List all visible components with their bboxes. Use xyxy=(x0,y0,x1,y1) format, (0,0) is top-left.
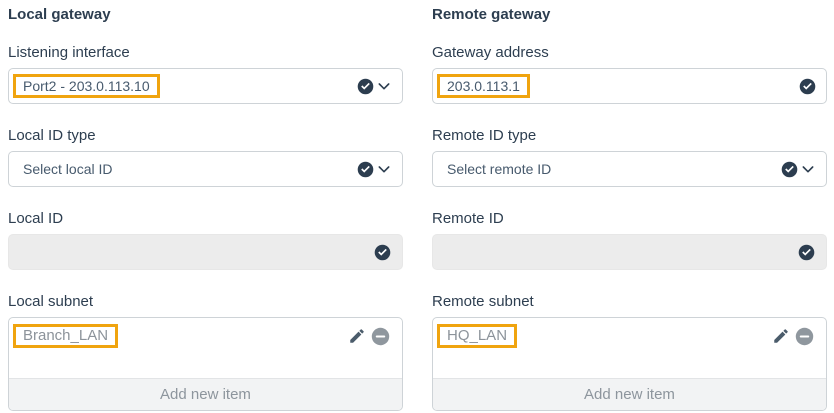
local-subnet-item-value: Branch_LAN xyxy=(23,327,109,344)
local-id-type-value: Select local ID xyxy=(23,161,113,177)
valid-check-icon xyxy=(374,244,391,261)
item-actions xyxy=(772,327,814,346)
gateway-address-value-wrap: 203.0.113.1 xyxy=(437,74,795,98)
gateway-address-value: 203.0.113.1 xyxy=(447,78,520,94)
listening-interface-select[interactable]: Port2 - 203.0.113.10 xyxy=(8,68,403,104)
local-id-type-label: Local ID type xyxy=(8,127,96,144)
remote-id-type-label: Remote ID type xyxy=(432,127,537,144)
remote-id-type-field: Remote ID type Select remote ID xyxy=(432,128,827,187)
item-actions xyxy=(348,327,390,346)
gateway-address-field: Gateway address 203.0.113.1 xyxy=(432,45,827,104)
annotation-highlight: HQ_LAN xyxy=(437,324,518,348)
listening-interface-value: Port2 - 203.0.113.10 xyxy=(23,78,150,94)
local-id-field: Local ID xyxy=(8,211,403,270)
local-id-label: Local ID xyxy=(8,210,64,227)
remote-gateway-section: Remote gateway Gateway address 203.0.113… xyxy=(432,6,827,411)
gateway-address-input[interactable]: 203.0.113.1 xyxy=(432,68,827,104)
valid-check-icon xyxy=(357,161,374,178)
valid-check-icon xyxy=(781,161,798,178)
local-gateway-section: Local gateway Listening interface Port2 … xyxy=(8,6,403,411)
chevron-down-icon xyxy=(376,78,392,94)
listening-interface-label: Listening interface xyxy=(8,44,130,61)
remote-id-input xyxy=(432,234,827,270)
remote-id-type-value: Select remote ID xyxy=(447,161,552,177)
list-item: Branch_LAN xyxy=(9,318,402,354)
remote-subnet-item-value: HQ_LAN xyxy=(447,327,508,344)
edit-pencil-icon[interactable] xyxy=(348,327,366,345)
edit-pencil-icon[interactable] xyxy=(772,327,790,345)
chevron-down-icon xyxy=(376,161,392,177)
list-empty-space xyxy=(9,354,402,378)
remove-minus-icon[interactable] xyxy=(371,327,390,346)
chevron-down-icon xyxy=(800,161,816,177)
local-subnet-field: Local subnet Branch_LAN xyxy=(8,294,403,411)
remote-id-field: Remote ID xyxy=(432,211,827,270)
remote-subnet-field: Remote subnet HQ_LAN xyxy=(432,294,827,411)
add-new-item-button[interactable]: Add new item xyxy=(9,378,402,410)
remote-gateway-heading: Remote gateway xyxy=(432,6,551,23)
remote-subnet-list: HQ_LAN Add new item xyxy=(432,317,827,411)
local-id-type-field: Local ID type Select local ID xyxy=(8,128,403,187)
valid-check-icon xyxy=(357,78,374,95)
list-item: HQ_LAN xyxy=(433,318,826,354)
remove-minus-icon[interactable] xyxy=(795,327,814,346)
remote-subnet-label: Remote subnet xyxy=(432,293,534,310)
local-gateway-heading: Local gateway xyxy=(8,6,111,23)
annotation-highlight: Branch_LAN xyxy=(13,324,119,348)
annotation-highlight: Port2 - 203.0.113.10 xyxy=(13,74,160,98)
listening-interface-field: Listening interface Port2 - 203.0.113.10 xyxy=(8,45,403,104)
local-id-input xyxy=(8,234,403,270)
annotation-highlight: 203.0.113.1 xyxy=(437,74,530,98)
valid-check-icon xyxy=(798,244,815,261)
valid-check-icon xyxy=(799,78,816,95)
local-subnet-list: Branch_LAN Add new item xyxy=(8,317,403,411)
add-new-item-button[interactable]: Add new item xyxy=(433,378,826,410)
remote-id-type-select[interactable]: Select remote ID xyxy=(432,151,827,187)
gateway-address-label: Gateway address xyxy=(432,44,549,61)
local-id-type-select[interactable]: Select local ID xyxy=(8,151,403,187)
list-empty-space xyxy=(433,354,826,378)
local-subnet-label: Local subnet xyxy=(8,293,94,310)
remote-id-label: Remote ID xyxy=(432,210,504,227)
listening-interface-value-wrap: Port2 - 203.0.113.10 xyxy=(13,74,353,98)
